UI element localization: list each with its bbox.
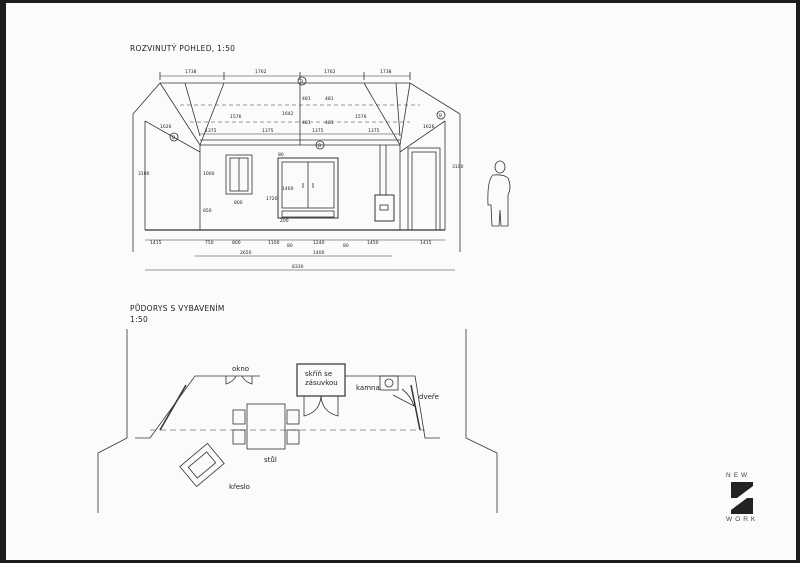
dim-beam-2: 1375 [262, 128, 274, 134]
logo-bottom: WORK [726, 516, 759, 523]
dim-wardrobe-h: 1460 [282, 186, 294, 192]
dim-window-height: 1000 [203, 171, 215, 177]
floor-plan-drawing [97, 329, 498, 513]
dim-wall-left: 3100 [138, 171, 150, 177]
label-wardrobe-1: skříň se [305, 370, 332, 378]
label-kreslo: křeslo [229, 483, 250, 491]
dim-total: 8330 [292, 264, 304, 270]
mark-b1: B [172, 135, 175, 141]
dim-s4: 1626 [423, 124, 435, 130]
dimension-texts: 1738 1762 1762 1738 1375 1375 1375 1375 … [138, 69, 464, 270]
label-wardrobe-2: zásuvkou [305, 379, 338, 387]
drawing-sheet: ROZVINUTÝ POHLED, 1:50 PŮDORYS S VYBAVEN… [6, 3, 796, 560]
dim-beam-3: 1375 [312, 128, 324, 134]
logo-mark-icon [731, 482, 753, 514]
dim-b5: 80 [287, 243, 293, 249]
dim-top-3: 1762 [324, 69, 336, 75]
section-marks: B B B B [172, 79, 442, 149]
dim-s2: 1576 [230, 114, 242, 120]
dim-b8: 1450 [367, 240, 379, 246]
label-dvere: dveře [419, 393, 439, 401]
human-silhouette-icon [487, 160, 511, 227]
elevation-drawing [132, 72, 461, 271]
dim-b1: 1415 [150, 240, 162, 246]
dim-v3: 1642 [282, 111, 294, 117]
logo-top: NEW [726, 472, 751, 479]
dim-wall-right: 3100 [452, 164, 464, 170]
dim-b4: 1100 [268, 240, 280, 246]
label-okno: okno [232, 365, 249, 373]
dim-top-2: 1762 [255, 69, 267, 75]
dim-window-sill: 850 [203, 208, 212, 214]
dim-wardrobe-total: 1720 [266, 196, 278, 202]
dim-top-1: 1738 [185, 69, 197, 75]
mark-b4: B [439, 113, 442, 119]
dim-b7: 80 [343, 243, 349, 249]
plan-scale: 1:50 [130, 315, 149, 324]
dim-s3: 1576 [355, 114, 367, 120]
dim-b6: 1240 [313, 240, 325, 246]
dim-wardrobe-gap: 80 [278, 152, 284, 158]
logo: NEW WORK [722, 472, 762, 532]
dim-b9: 1415 [420, 240, 432, 246]
dim-s1: 1626 [160, 124, 172, 130]
label-kamna: kamna [356, 384, 380, 392]
dim-b2: 750 [205, 240, 214, 246]
dim-v2: 481 [302, 120, 311, 126]
mark-b3: B [300, 79, 303, 85]
dim-v4: 481 [325, 96, 334, 102]
dim-wardrobe-base: 200 [280, 218, 289, 224]
elevation-title: ROZVINUTÝ POHLED, 1:50 [130, 44, 236, 53]
dim-window-width: 800 [234, 200, 243, 206]
label-stul: stůl [264, 456, 277, 464]
mark-b2: B [318, 143, 321, 149]
dim-top-4: 1738 [380, 69, 392, 75]
plan-title: PŮDORYS S VYBAVENÍM [130, 304, 225, 313]
dim-v1: 481 [302, 96, 311, 102]
plan-labels: okno skříň se zásuvkou kamna dveře stůl … [229, 365, 439, 491]
dim-beam-4: 1375 [368, 128, 380, 134]
dim-beam-1: 1375 [205, 128, 217, 134]
dim-b10: 2650 [240, 250, 252, 256]
dim-b3: 800 [232, 240, 241, 246]
dim-b11: 1400 [313, 250, 325, 256]
dim-v5: 481 [325, 120, 334, 126]
